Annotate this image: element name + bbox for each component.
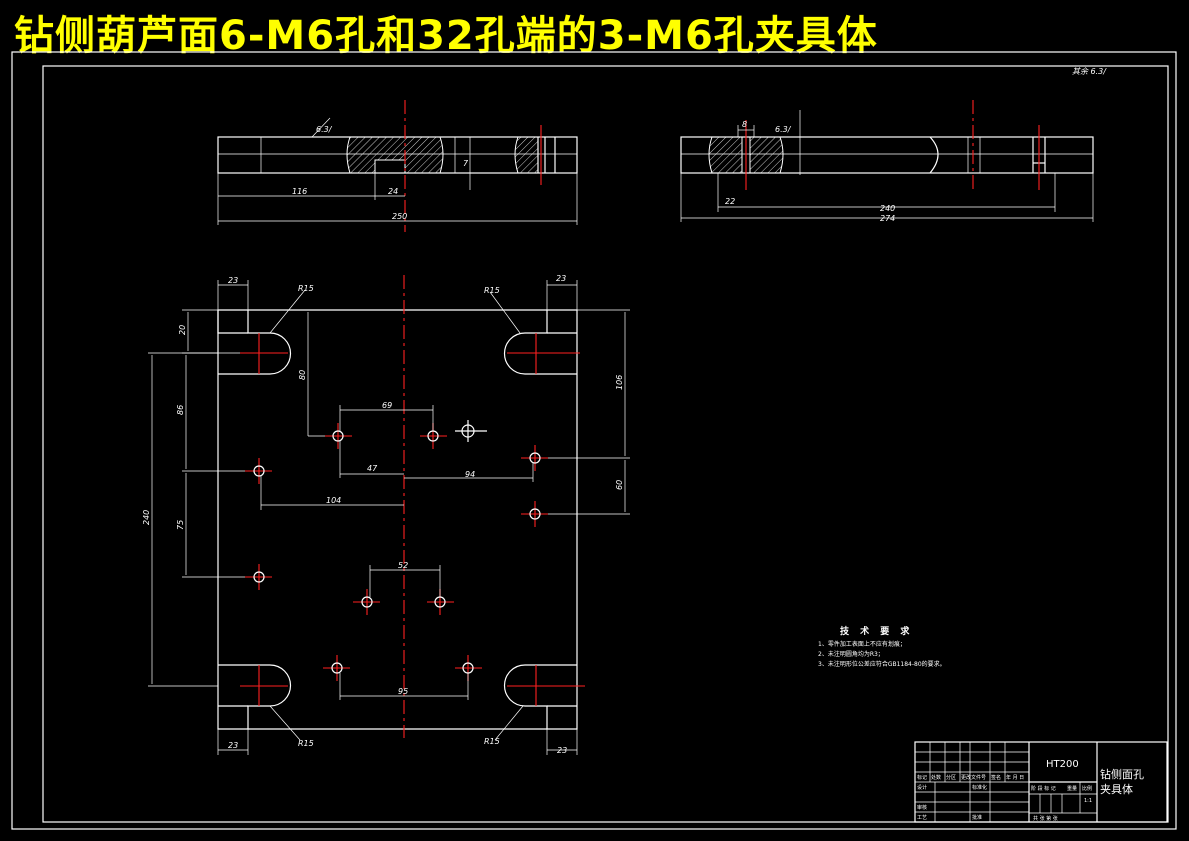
dim-80: 80	[298, 370, 307, 380]
tb-material: HT200	[1046, 759, 1079, 770]
dim-95: 95	[398, 687, 408, 696]
outer-frame	[11, 51, 1177, 830]
r15-tr: R15	[484, 286, 500, 295]
roughness-top: 6.3/	[316, 125, 333, 134]
dim-20: 20	[178, 325, 187, 335]
dim-23-bl: 23	[228, 741, 238, 750]
dim-7: 7	[463, 159, 469, 168]
dim-274: 274	[880, 214, 895, 223]
tb-label-design: 设计	[917, 784, 927, 791]
dim-75: 75	[176, 520, 185, 530]
tb-sheet: 共 张 第 张	[1033, 815, 1058, 822]
tb-label-ratio: 比例	[1082, 785, 1092, 792]
dim-23-tr: 23	[556, 274, 566, 283]
tb-label-stage: 阶 段 标 记	[1031, 785, 1056, 792]
inner-frame	[42, 65, 1169, 823]
dim-104: 104	[326, 496, 341, 505]
r15-bl: R15	[298, 739, 314, 748]
dim-86: 86	[176, 405, 185, 415]
top-section-view: 116 24 250 7 6.3/	[217, 100, 578, 232]
dim-47: 47	[367, 464, 378, 473]
tb-label-count: 处数	[931, 774, 941, 781]
tb-label-process: 工艺	[917, 815, 927, 821]
tb-label-approve: 批准	[972, 814, 982, 821]
hole-group	[245, 420, 548, 681]
tb-label-change: 更改文件号	[961, 774, 986, 781]
dim-116: 116	[292, 187, 307, 196]
roughness-remaining: 其余 6.3/	[1072, 67, 1107, 76]
side-section-view: 8 22 240 274 6.3/	[680, 100, 1094, 223]
dim-69: 69	[382, 401, 392, 410]
tech-note-3: 3、未注明形位公差应符合GB1184-80的要求。	[818, 660, 946, 668]
r15-br: R15	[484, 737, 500, 746]
dim-60: 60	[615, 480, 624, 490]
tb-label-weight: 重量	[1067, 785, 1077, 792]
tb-label-review: 审核	[917, 804, 927, 811]
tb-part-name-1: 钻侧面孔	[1100, 767, 1144, 781]
tech-note-2: 2、未注明圆角均为R3；	[818, 650, 884, 658]
r15-tl: R15	[298, 284, 314, 293]
dim-24: 24	[388, 187, 398, 196]
tb-label-sign: 签名	[991, 774, 1001, 781]
dim-23-tl: 23	[228, 276, 238, 285]
tb-label-date: 年 月 日	[1006, 774, 1024, 781]
tb-part-name-2: 夹具体	[1100, 782, 1133, 796]
dim-23-br: 23	[557, 746, 567, 755]
drawing-title: 钻侧葫芦面6-M6孔和32孔端的3-M6孔夹具体	[14, 13, 878, 59]
roughness-side: 6.3/	[775, 125, 792, 134]
tb-label-zone: 分区	[946, 774, 956, 781]
dim-240-plan: 240	[142, 510, 151, 525]
dim-94: 94	[465, 470, 475, 479]
dim-240-side: 240	[880, 204, 895, 213]
tech-note-1: 1、零件加工表面上不应有划痕；	[818, 640, 906, 648]
plan-view: 23 23 23 23 R15 R15 R15 R15 20 80 86 240…	[142, 274, 630, 755]
dim-250: 250	[392, 212, 407, 221]
technical-requirements: 技 术 要 求 1、零件加工表面上不应有划痕； 2、未注明圆角均为R3； 3、未…	[818, 625, 946, 668]
tb-label-mark: 标记	[917, 774, 927, 781]
dim-52: 52	[398, 561, 408, 570]
tb-scale: 1:1	[1084, 798, 1092, 804]
title-block: 标记 处数 分区 更改文件号 签名 年 月 日 设计 审核 工艺 标准化 批准 …	[914, 741, 1168, 823]
dim-106: 106	[615, 375, 624, 390]
tb-label-standard: 标准化	[972, 784, 987, 791]
dim-22: 22	[725, 197, 735, 206]
tech-notes-heading: 技 术 要 求	[840, 625, 913, 637]
dim-8: 8	[742, 120, 747, 129]
